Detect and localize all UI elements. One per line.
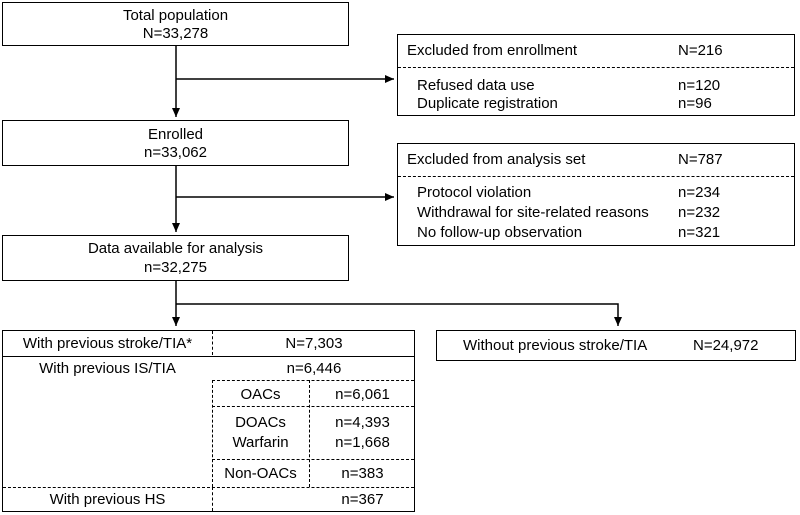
hs-label: With previous HS xyxy=(49,491,166,508)
with-stroke-label: With previous stroke/TIA* xyxy=(22,335,193,352)
withdrawal-count: n=232 xyxy=(678,204,721,221)
doacs-count: n=4,393 xyxy=(335,414,390,431)
no-follow-up-label: No follow-up observation xyxy=(417,224,583,241)
protocol-violation-count: n=234 xyxy=(678,184,721,201)
non-oacs-count: n=383 xyxy=(341,465,384,482)
table-header-divider xyxy=(3,356,414,357)
duplicate-registration-label: Duplicate registration xyxy=(417,95,558,112)
excluded-enrollment-title: Excluded from enrollment xyxy=(407,42,578,59)
duplicate-registration-count: n=96 xyxy=(678,95,712,112)
row-divider xyxy=(3,487,414,488)
excluded-enrollment-count: N=216 xyxy=(678,42,723,59)
oacs-count: n=6,061 xyxy=(335,386,390,403)
analysis-box: Data available for analysis n=32,275 xyxy=(2,235,349,281)
withdrawal-label: Withdrawal for site-related reasons xyxy=(417,204,649,221)
row-divider xyxy=(212,459,414,460)
with-stroke-count: N=7,303 xyxy=(285,335,343,352)
col-divider-inner xyxy=(309,380,310,487)
row-divider xyxy=(212,380,414,381)
refused-data-use-count: n=120 xyxy=(678,77,721,94)
dashed-divider xyxy=(398,67,794,68)
warfarin-count: n=1,668 xyxy=(335,434,390,451)
without-stroke-count: N=24,972 xyxy=(693,337,759,354)
total-population-label: Total population xyxy=(122,7,229,24)
no-follow-up-count: n=321 xyxy=(678,224,721,241)
row-divider xyxy=(212,406,414,407)
total-population-box: Total population N=33,278 xyxy=(2,2,349,46)
without-stroke-box: Without previous stroke/TIA N=24,972 xyxy=(436,330,796,361)
total-population-count: N=33,278 xyxy=(142,25,209,42)
with-stroke-table: With previous stroke/TIA* N=7,303 With p… xyxy=(2,330,415,512)
col-divider-main xyxy=(212,331,213,355)
excluded-analysis-box: Excluded from analysis set N=787 Protoco… xyxy=(397,143,795,246)
excluded-analysis-title: Excluded from analysis set xyxy=(407,151,586,168)
refused-data-use-label: Refused data use xyxy=(417,77,535,94)
is-tia-count: n=6,446 xyxy=(286,360,342,377)
without-stroke-label: Without previous stroke/TIA xyxy=(463,337,648,354)
hs-count: n=367 xyxy=(341,491,384,508)
analysis-label: Data available for analysis xyxy=(87,240,264,257)
col-divider-main xyxy=(212,380,213,487)
enrolled-label: Enrolled xyxy=(147,126,204,143)
doacs-label: DOACs xyxy=(235,414,286,431)
warfarin-label: Warfarin xyxy=(232,434,289,451)
protocol-violation-label: Protocol violation xyxy=(417,184,532,201)
col-divider-main xyxy=(212,487,213,511)
dashed-divider xyxy=(398,176,794,177)
enrolled-count: n=33,062 xyxy=(144,144,207,161)
oacs-label: OACs xyxy=(240,386,281,403)
enrolled-box: Enrolled n=33,062 xyxy=(2,120,349,166)
is-tia-label: With previous IS/TIA xyxy=(39,360,176,377)
analysis-count: n=32,275 xyxy=(144,259,207,276)
excluded-analysis-count: N=787 xyxy=(678,151,723,168)
excluded-enrollment-box: Excluded from enrollment N=216 Refused d… xyxy=(397,34,795,116)
arrow-analysis-to-without-stroke xyxy=(176,303,622,326)
non-oacs-label: Non-OACs xyxy=(224,465,297,482)
